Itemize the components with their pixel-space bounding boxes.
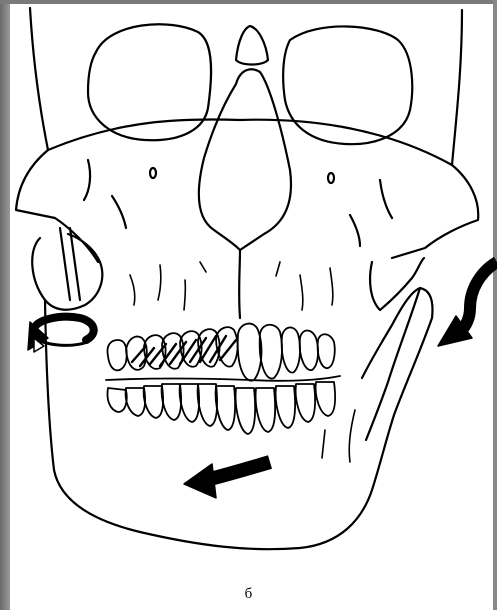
occlusal-line <box>106 376 340 381</box>
right-foramen <box>328 173 334 183</box>
right-zygomatic-detail <box>350 180 392 246</box>
nasal-aperture <box>199 69 291 250</box>
figure-caption: б <box>0 586 497 603</box>
skull-outline <box>16 8 478 262</box>
mandible-body-line <box>322 410 355 462</box>
frontal-curve <box>48 119 452 165</box>
right-orbit <box>283 26 412 144</box>
nasal-septum <box>239 250 240 318</box>
left-zygomatic-detail <box>84 160 126 228</box>
left-foramen <box>150 168 156 178</box>
nasal-bone <box>236 26 268 65</box>
maxilla-lines <box>130 262 333 310</box>
shift-arrow-icon <box>184 462 270 498</box>
left-condyle <box>32 234 102 310</box>
rotation-arrow-icon <box>28 317 94 352</box>
lower-teeth-row <box>107 382 335 434</box>
inward-arrow-icon <box>438 262 497 346</box>
